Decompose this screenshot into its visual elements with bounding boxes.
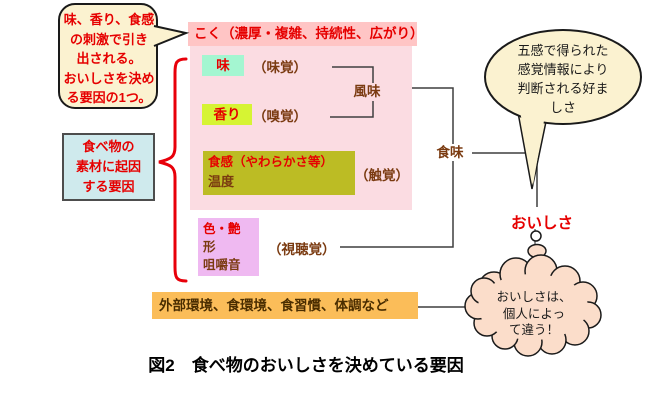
figure-caption: 図2 食べ物のおいしさを決めている要因 <box>148 356 464 375</box>
taste-chip: 味 <box>202 55 244 76</box>
blue-box-line: 食べ物の <box>82 139 135 154</box>
bubble-line: しさ <box>549 100 576 115</box>
oishisa-label: おいしさ <box>511 215 574 232</box>
texture-temperature-box: 食感（やわらかさ等） 温度 <box>203 151 355 195</box>
texture-label: 食感（やわらかさ等） <box>208 155 334 169</box>
visual-organ-label: （視聴覚） <box>268 242 336 257</box>
fuumi-label: 風味 <box>349 83 385 101</box>
left-speech-bubble-tail <box>153 25 190 47</box>
bubble-line: の刺激で引き <box>69 31 148 47</box>
shokumi-to-oishisa-line <box>472 152 538 207</box>
red-curly-brace <box>158 57 188 283</box>
cloud-line: て違う！ <box>508 323 559 337</box>
shokumi-label: 食味 <box>431 144 469 161</box>
bubble-line: 感覚情報により <box>517 62 609 77</box>
taste-organ-label: （味覚） <box>253 60 307 75</box>
left-speech-bubble-text: 味、香り、食感 の刺激で引き 出される。 おいしさを決め る要因の1つ。 <box>62 10 156 108</box>
blue-box-line: 素材に起因 <box>75 159 141 174</box>
environment-strip: 外部環境、食環境、食習慣、体調など <box>152 292 418 319</box>
cloud-line: 個人によっ <box>502 306 566 321</box>
bubble-line: 味、香り、食感 <box>63 12 155 27</box>
thought-bubble-dot <box>527 243 547 259</box>
chewing-sound-label: 咀嚼音 <box>203 258 241 272</box>
temperature-label: 温度 <box>208 174 235 189</box>
ellipse-bubble-text: 五感で得られた 感覚情報により 判断される好ま しさ <box>501 41 625 117</box>
blue-box-line: する要因 <box>82 179 135 194</box>
color-gloss-label: 色・艶 <box>203 222 241 236</box>
visual-box: 色・艶 形 咀嚼音 <box>198 218 259 276</box>
touch-organ-label: （触覚） <box>355 168 409 183</box>
ellipse-bubble-tail-fill <box>519 105 546 185</box>
shape-label: 形 <box>203 240 216 254</box>
bubble-line: 判断される好ま <box>517 81 609 96</box>
cloud-text: おいしさは、 個人によっ て違う！ <box>489 289 579 339</box>
koku-header-strip: こく（濃厚・複雑、持続性、広がり） <box>188 22 424 46</box>
smell-chip: 香り <box>202 104 252 125</box>
bubble-line: 出される。 <box>76 51 142 66</box>
smell-organ-label: （嗅覚） <box>253 109 307 124</box>
bubble-line: おいしさを決め <box>63 70 155 86</box>
cloud-line: おいしさは、 <box>496 290 572 304</box>
ellipse-bubble-tail <box>516 106 549 190</box>
bubble-line: 五感で得られた <box>517 43 609 58</box>
bubble-line: る要因の1つ。 <box>66 90 152 105</box>
food-material-factor-box: 食べ物の 素材に起因 する要因 <box>62 133 155 201</box>
